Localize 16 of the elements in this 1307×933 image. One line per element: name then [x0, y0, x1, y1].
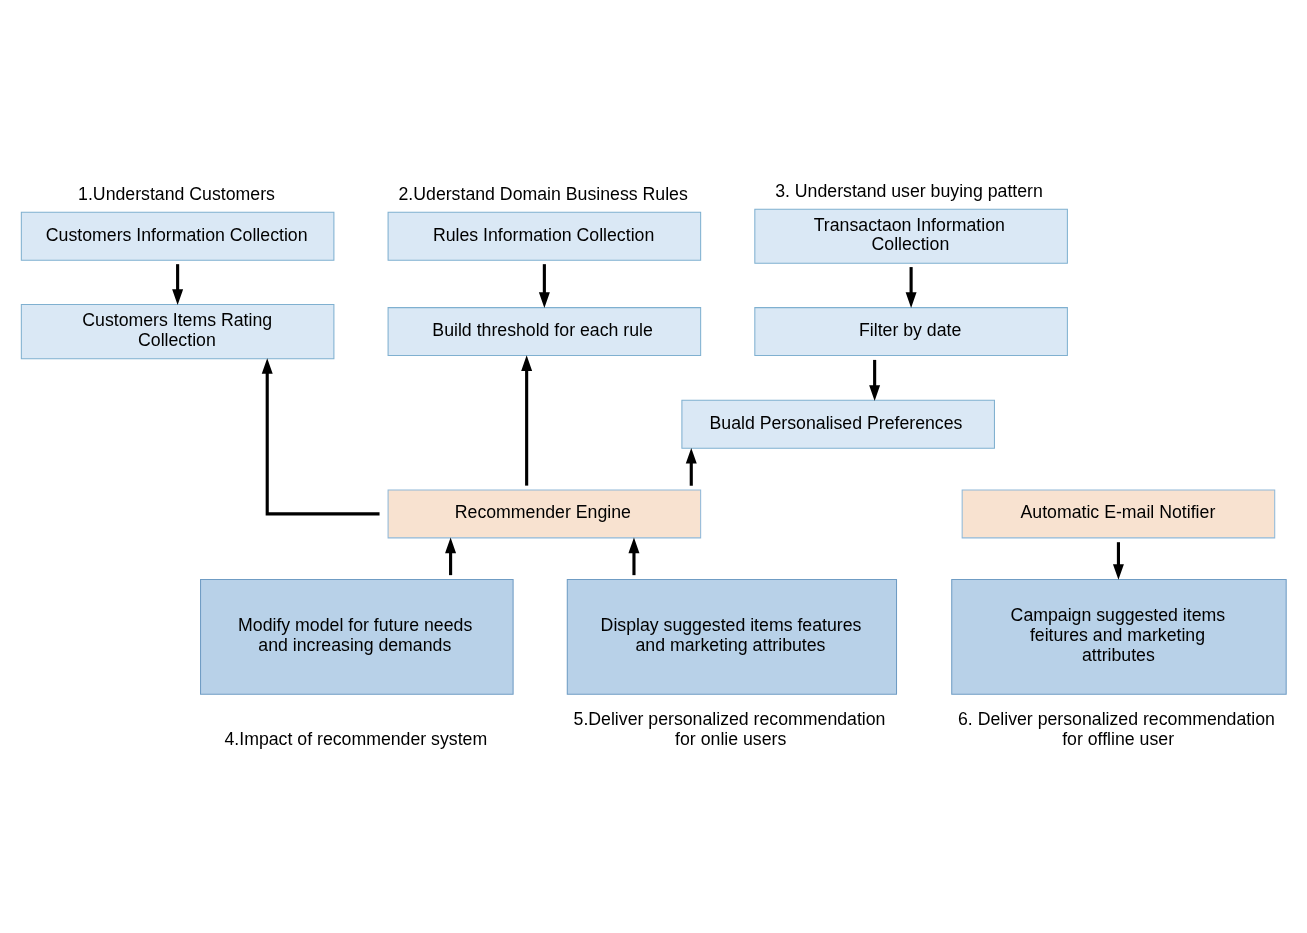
- node-label: 5.Deliver personalized recommendation for onlie users: [573, 708, 886, 749]
- arrow: [172, 264, 184, 305]
- arrow: [905, 267, 917, 308]
- arrow: [685, 447, 697, 486]
- node-label: 1.Understand Customers: [78, 184, 275, 205]
- node-label: 4.Impact of recommender system: [224, 728, 488, 749]
- node-label: 6. Deliver personalized recommendation for offline user: [957, 708, 1275, 749]
- arrow: [1112, 542, 1124, 580]
- arrow: [261, 358, 380, 516]
- arrow: [521, 355, 533, 486]
- arrow: [445, 537, 457, 576]
- arrow: [869, 359, 881, 401]
- node-label: 2.Uderstand Domain Business Rules: [398, 184, 688, 205]
- arrow: [628, 537, 640, 576]
- node-label: 3. Understand user buying pattern: [775, 181, 1043, 202]
- arrow: [538, 264, 550, 308]
